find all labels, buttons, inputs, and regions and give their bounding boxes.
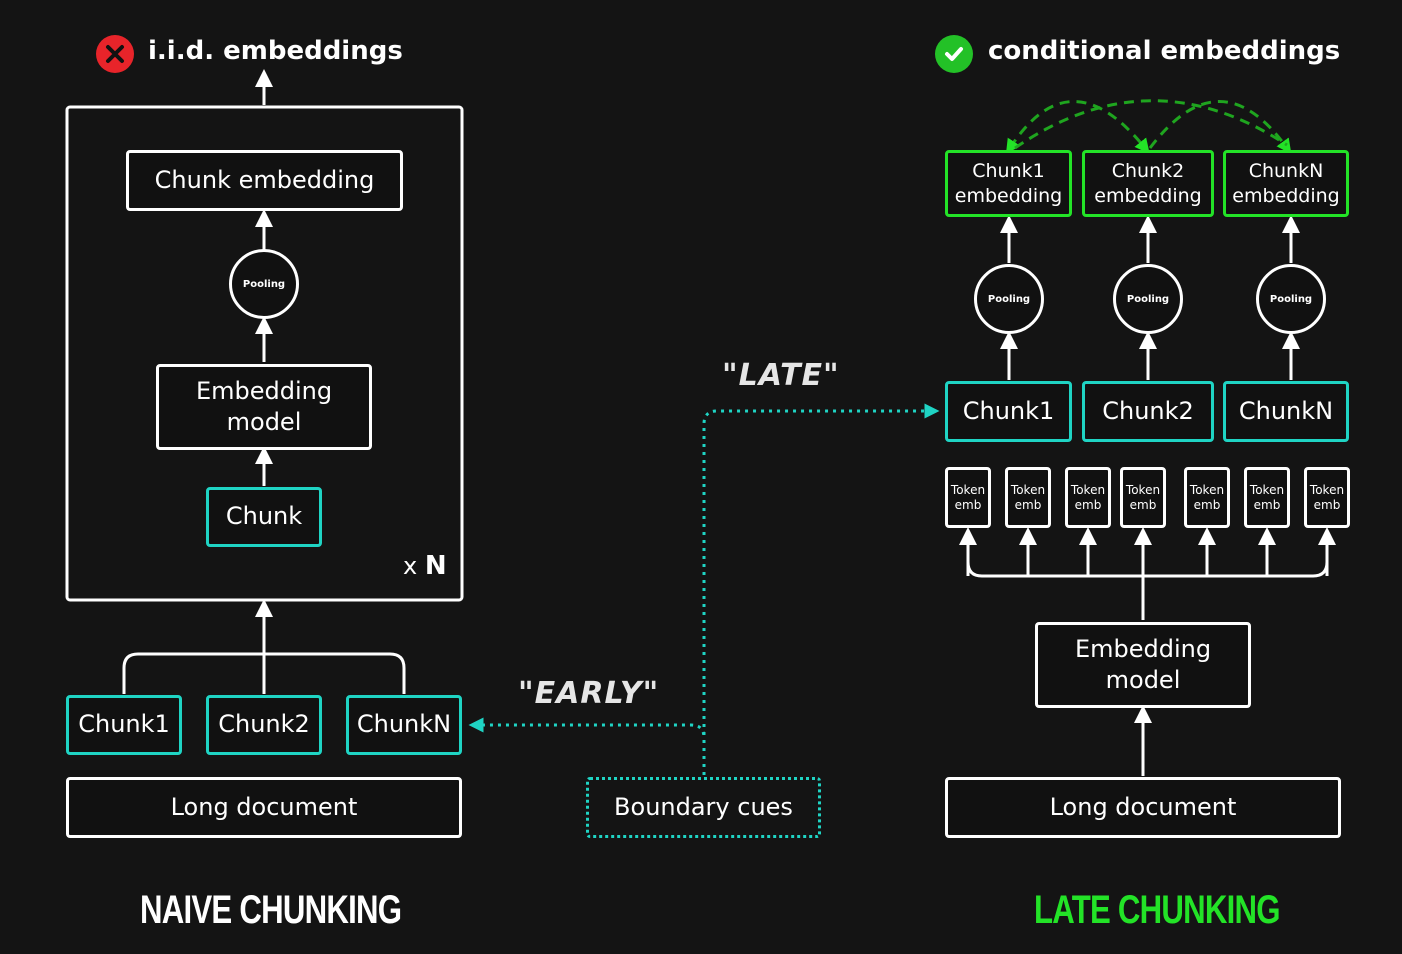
early-path xyxy=(468,717,706,775)
token-emb-4: Token emb xyxy=(1120,467,1166,528)
late-token-arrows xyxy=(959,527,1336,576)
late-pool-to-embed-arrows xyxy=(1000,215,1300,263)
repeat-prefix: x xyxy=(403,552,418,580)
token-emb-7: Token emb xyxy=(1304,467,1350,528)
late-chunk-n: ChunkN xyxy=(1223,381,1349,442)
repeat-n-label: x N xyxy=(403,551,447,581)
token-emb-6: Token emb xyxy=(1244,467,1290,528)
naive-chunk-n: ChunkN xyxy=(346,695,462,755)
token-emb-1: Token emb xyxy=(945,467,991,528)
late-long-document: Long document xyxy=(945,777,1341,838)
late-pooling-n: Pooling xyxy=(1256,264,1326,334)
naive-chunking-title: NAIVE CHUNKING xyxy=(140,888,402,932)
late-chunk-to-pool-arrows xyxy=(1000,331,1300,380)
late-fan-out-bar xyxy=(966,540,1329,578)
naive-pooling: Pooling xyxy=(229,249,299,319)
naive-chunk-embedding: Chunk embedding xyxy=(126,150,403,211)
late-chunk-2: Chunk2 xyxy=(1082,381,1214,442)
late-embedding-model: Embedding model xyxy=(1035,622,1251,708)
conditional-arcs xyxy=(1005,99,1292,155)
late-pooling-2: Pooling xyxy=(1113,264,1183,334)
late-chunk1-embedding: Chunk1 embedding xyxy=(945,150,1072,217)
late-heading: conditional embeddings xyxy=(988,36,1341,66)
naive-chunk-1: Chunk1 xyxy=(66,695,182,755)
token-emb-5: Token emb xyxy=(1184,467,1230,528)
repeat-n: N xyxy=(424,551,447,581)
naive-chunk: Chunk xyxy=(206,487,322,547)
naive-chunk-2: Chunk2 xyxy=(206,695,322,755)
naive-heading: i.i.d. embeddings xyxy=(148,36,403,66)
naive-embedding-model: Embedding model xyxy=(156,364,372,450)
token-emb-2: Token emb xyxy=(1005,467,1051,528)
late-chunk-1: Chunk1 xyxy=(945,381,1072,442)
early-label: "EARLY" xyxy=(518,676,660,711)
late-path xyxy=(702,403,940,775)
naive-long-document: Long document xyxy=(66,777,462,838)
x-icon xyxy=(96,35,134,73)
late-chunkn-embedding: ChunkN embedding xyxy=(1223,150,1349,217)
boundary-cues: Boundary cues xyxy=(586,777,821,838)
late-label: "LATE" xyxy=(722,358,840,393)
token-emb-3: Token emb xyxy=(1065,467,1111,528)
check-icon xyxy=(935,35,973,73)
late-pooling-1: Pooling xyxy=(974,264,1044,334)
late-chunk2-embedding: Chunk2 embedding xyxy=(1082,150,1214,217)
late-chunking-title: LATE CHUNKING xyxy=(1034,888,1281,932)
